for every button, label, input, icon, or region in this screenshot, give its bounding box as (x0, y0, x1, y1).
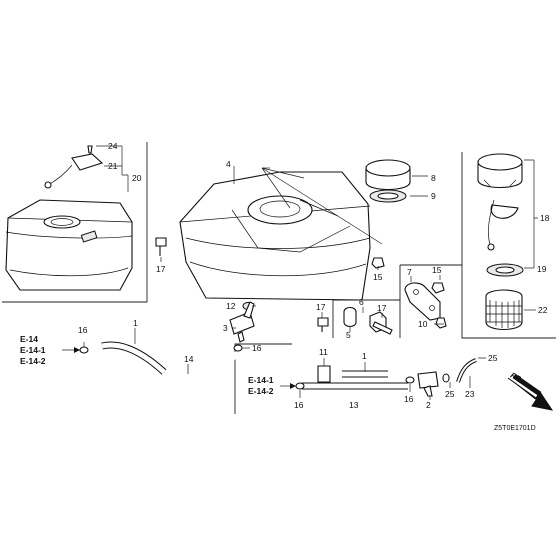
bolt-17 (317, 317, 329, 332)
callout-5: 5 (346, 330, 351, 340)
clip-16 (233, 344, 243, 352)
callout-10: 10 (418, 319, 428, 329)
front-direction-arrow (507, 373, 554, 411)
callout-17-left: 17 (156, 264, 166, 274)
frame-right-variant (461, 152, 556, 339)
callout-2: 2 (426, 400, 431, 410)
frame-lower-section (234, 343, 292, 414)
cap-gasket (369, 189, 407, 203)
diagram-code: Z5T0E1701D (494, 425, 536, 432)
fuel-strainer (485, 289, 523, 331)
bolt (435, 317, 447, 329)
callout-25-upper: 25 (488, 353, 498, 363)
callout-17-mid: 17 (316, 302, 326, 312)
filler-cap-with-strainer (477, 153, 523, 251)
callout-9: 9 (431, 191, 436, 201)
callout-14: 14 (184, 354, 194, 364)
fuel-tube-23 (456, 358, 477, 383)
callout-16-left: 16 (78, 325, 88, 335)
nut (431, 282, 445, 294)
bolt-left (155, 237, 167, 256)
grommet (343, 306, 357, 328)
reference-left-0: E-14 (20, 334, 38, 344)
small-fuel-tank (5, 199, 133, 291)
callout-4: 4 (226, 159, 231, 169)
fuel-tank (179, 171, 371, 301)
callout-17-box: 17 (377, 303, 387, 313)
callout-1-upper: 1 (133, 318, 138, 328)
callout-16-lower-left: 16 (294, 400, 304, 410)
callout-15-upper: 15 (373, 272, 383, 282)
callout-16-valve: 16 (252, 343, 262, 353)
fuel-tube-left (91, 344, 240, 379)
callout-3: 3 (223, 323, 228, 333)
fuel-valve-bracket (404, 282, 441, 321)
fuel-valve (229, 301, 255, 343)
frame-left-variant (2, 142, 148, 303)
nut-15 (371, 257, 385, 269)
clamp-25 (442, 373, 450, 383)
callout-12: 12 (226, 301, 236, 311)
callout-1-lower: 1 (362, 351, 367, 361)
reference-right-0: E-14-1 (248, 375, 274, 385)
reference-right-1: E-14-2 (248, 386, 274, 396)
callout-13: 13 (349, 400, 359, 410)
fuel-gauge-parts (44, 145, 104, 189)
fuel-valve-lower (417, 371, 439, 397)
callout-23: 23 (465, 389, 475, 399)
callout-25-lower: 25 (445, 389, 455, 399)
callout-15-box: 15 (432, 265, 442, 275)
callout-8: 8 (431, 173, 436, 183)
clip-lower-right (405, 376, 415, 384)
callout-11: 11 (319, 347, 328, 357)
callout-24: 24 (108, 141, 118, 151)
tank-bolt (372, 321, 393, 335)
clip-lower-left (295, 382, 305, 390)
joint-11 (317, 365, 331, 383)
callout-19-upper: 19 (537, 264, 547, 274)
callout-22: 22 (538, 305, 548, 315)
fuel-hose-upper (101, 341, 167, 375)
callout-21: 21 (108, 161, 118, 171)
callout-7: 7 (407, 267, 412, 277)
fuel-filler-cap (365, 159, 411, 191)
callout-16-lower-right: 16 (404, 394, 414, 404)
clip-left (79, 346, 89, 354)
callout-6: 6 (359, 297, 364, 307)
callout-20: 20 (132, 173, 142, 183)
reference-left-2: E-14-2 (20, 356, 46, 366)
strainer-gasket (486, 263, 524, 277)
callout-18: 18 (540, 213, 550, 223)
frame-petcock-box (399, 264, 462, 338)
reference-left-1: E-14-1 (20, 345, 46, 355)
